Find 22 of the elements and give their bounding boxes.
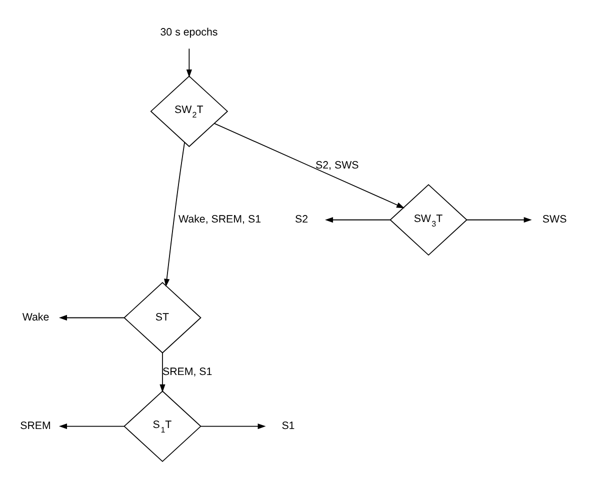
- arrow: [214, 123, 405, 208]
- node-diamond: SW$_{3}$T: [390, 184, 468, 256]
- arrow: [325, 217, 391, 223]
- node-text: Wake: [22, 312, 50, 324]
- node-diamond: S$_{1}$T: [124, 390, 202, 462]
- arrow: [186, 48, 192, 78]
- edge-label: Wake, SREM, S1: [178, 214, 262, 226]
- node-text: SWS: [542, 214, 567, 226]
- node-text: 30 s epochs: [160, 26, 218, 38]
- arrow: [58, 423, 125, 430]
- node-diamond: ST: [124, 282, 202, 354]
- edge-label: SREM, S1: [162, 366, 212, 378]
- arrow: [164, 142, 185, 287]
- node-text: S2: [295, 214, 308, 226]
- arrow: [160, 352, 166, 392]
- arrow: [58, 314, 125, 321]
- edge-label: S2, SWS: [316, 159, 359, 172]
- node-text: S1: [282, 420, 295, 432]
- arrow: [200, 423, 266, 430]
- arrow: [466, 217, 532, 223]
- node-text: SREM: [20, 420, 51, 432]
- node-diamond: SW$_{2}$T: [150, 76, 228, 148]
